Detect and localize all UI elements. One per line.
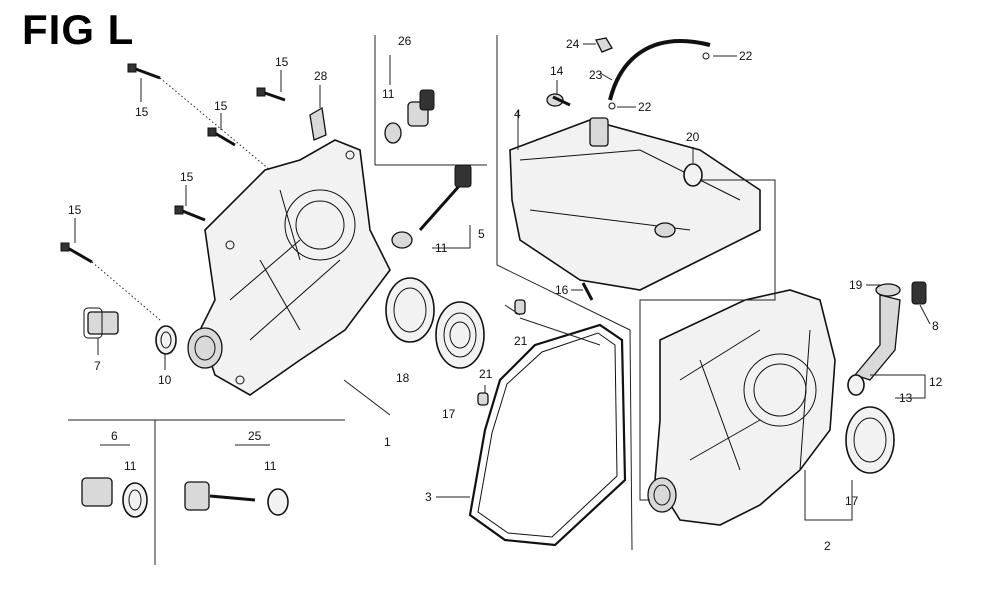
- crankcase-cover: [187, 139, 391, 396]
- plug-26-inset: [384, 89, 435, 144]
- callout-11d: 11: [264, 459, 277, 473]
- bolt-16: [581, 282, 594, 301]
- callout-19: 19: [849, 278, 863, 292]
- callout-3: 3: [425, 490, 432, 504]
- callout-21a: 21: [514, 334, 528, 348]
- plug-6-inset: [81, 477, 148, 518]
- crankcase-2: [647, 289, 836, 526]
- fuel-tank-4: [509, 93, 761, 291]
- bearing-17-right: [845, 406, 895, 474]
- oil-filler-12: [847, 281, 927, 396]
- callout-15a: 15: [135, 105, 149, 119]
- callout-1: 1: [384, 435, 391, 449]
- leader-lines: [74, 43, 931, 521]
- callout-15c: 15: [214, 99, 228, 113]
- callout-23: 23: [589, 68, 603, 82]
- callout-22a: 22: [739, 49, 753, 63]
- callout-5: 5: [478, 227, 485, 241]
- bolt-14: [552, 95, 571, 107]
- callout-17a: 17: [442, 407, 456, 421]
- callout-22b: 22: [638, 100, 652, 114]
- callout-labels: 15 15 28 15 15 15 7 10 26 11 5 11 18 17 …: [68, 34, 943, 553]
- callout-15d: 15: [180, 170, 194, 184]
- callout-15b: 15: [275, 55, 289, 69]
- callout-4: 4: [514, 107, 521, 121]
- section-dividers: [68, 35, 633, 565]
- callout-20: 20: [686, 130, 700, 144]
- callout-14: 14: [550, 64, 564, 78]
- callout-10: 10: [158, 373, 172, 387]
- callout-18: 18: [396, 371, 410, 385]
- plug-7-washer-10: [83, 307, 177, 355]
- callout-16: 16: [555, 283, 569, 297]
- gasket-3: [468, 323, 627, 547]
- callout-13: 13: [899, 391, 913, 405]
- callout-11c: 11: [124, 459, 137, 473]
- callout-11b: 11: [435, 241, 448, 255]
- callout-17b: 17: [845, 494, 859, 508]
- fuel-hose-23: [595, 37, 711, 110]
- dowel-pin-21a: [514, 299, 526, 315]
- bolt-15-group: [60, 63, 286, 321]
- callout-6: 6: [111, 429, 118, 443]
- bracket-28: [309, 106, 327, 141]
- callout-25: 25: [248, 429, 262, 443]
- callout-24: 24: [566, 37, 580, 51]
- dowel-pin-21b: [477, 392, 489, 406]
- callout-12: 12: [929, 375, 943, 389]
- callout-7: 7: [94, 359, 101, 373]
- seal-20: [683, 163, 703, 187]
- callout-15e: 15: [68, 203, 82, 217]
- dipstick-5: [391, 164, 472, 249]
- callout-28: 28: [314, 69, 328, 83]
- figure-title: FIG L: [22, 6, 135, 53]
- bearings-left: [385, 277, 485, 369]
- callout-26: 26: [398, 34, 412, 48]
- callout-8: 8: [932, 319, 939, 333]
- dipstick-25-inset: [184, 481, 289, 516]
- callout-2: 2: [824, 539, 831, 553]
- callout-21b: 21: [479, 367, 493, 381]
- callout-11a: 11: [382, 87, 395, 101]
